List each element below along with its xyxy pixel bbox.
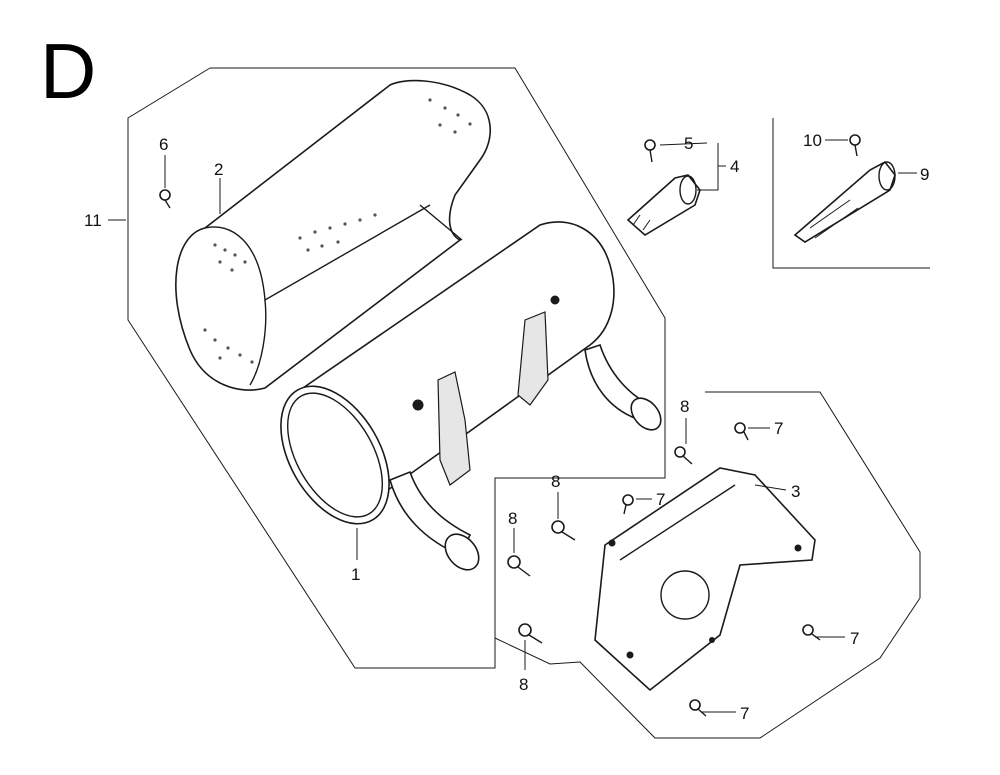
callout-7-d: 7	[740, 704, 749, 723]
screw-6	[159, 189, 171, 209]
bolt-7-c	[802, 624, 821, 641]
bolt-7-a	[734, 422, 749, 441]
callout-labels: 6 2 11 1 5 4 10 9 8 8 8 8 7 7 7 7 3	[84, 131, 929, 723]
callout-4: 4	[730, 157, 739, 176]
bolt-8-d	[518, 623, 543, 644]
bolt-7-d	[689, 699, 707, 717]
callout-8-d: 8	[519, 675, 528, 694]
callout-10: 10	[803, 131, 822, 150]
callout-7-a: 7	[774, 419, 783, 438]
bolt-8-a	[674, 446, 693, 465]
screw-10	[849, 134, 861, 157]
callout-3: 3	[791, 482, 800, 501]
fasteners	[159, 134, 861, 717]
spark-arrester	[793, 160, 896, 243]
callout-5: 5	[684, 134, 693, 153]
muffler-body	[280, 221, 662, 571]
leader-lines	[108, 139, 917, 713]
callout-1: 1	[351, 565, 360, 584]
callout-8-b: 8	[551, 472, 560, 491]
callout-9: 9	[920, 165, 929, 184]
muffler-protector	[175, 79, 491, 391]
bolt-8-c	[507, 555, 531, 577]
callout-8-a: 8	[680, 397, 689, 416]
callout-11: 11	[84, 211, 102, 230]
assembly-11-outline	[127, 67, 666, 669]
callout-6: 6	[159, 135, 168, 154]
callout-8-c: 8	[508, 509, 517, 528]
spark-arrester-assembly	[626, 174, 701, 236]
section-letter: D	[40, 27, 96, 115]
bolt-8-b	[551, 520, 576, 541]
stay-group-outline	[494, 391, 921, 739]
callout-7-b: 7	[656, 490, 665, 509]
spark-arrester-box	[772, 118, 930, 269]
callout-7-c: 7	[850, 629, 859, 648]
callout-2: 2	[214, 160, 223, 179]
bolt-7-b	[622, 494, 634, 515]
muffler-stay	[594, 467, 816, 692]
screw-5	[644, 139, 656, 163]
